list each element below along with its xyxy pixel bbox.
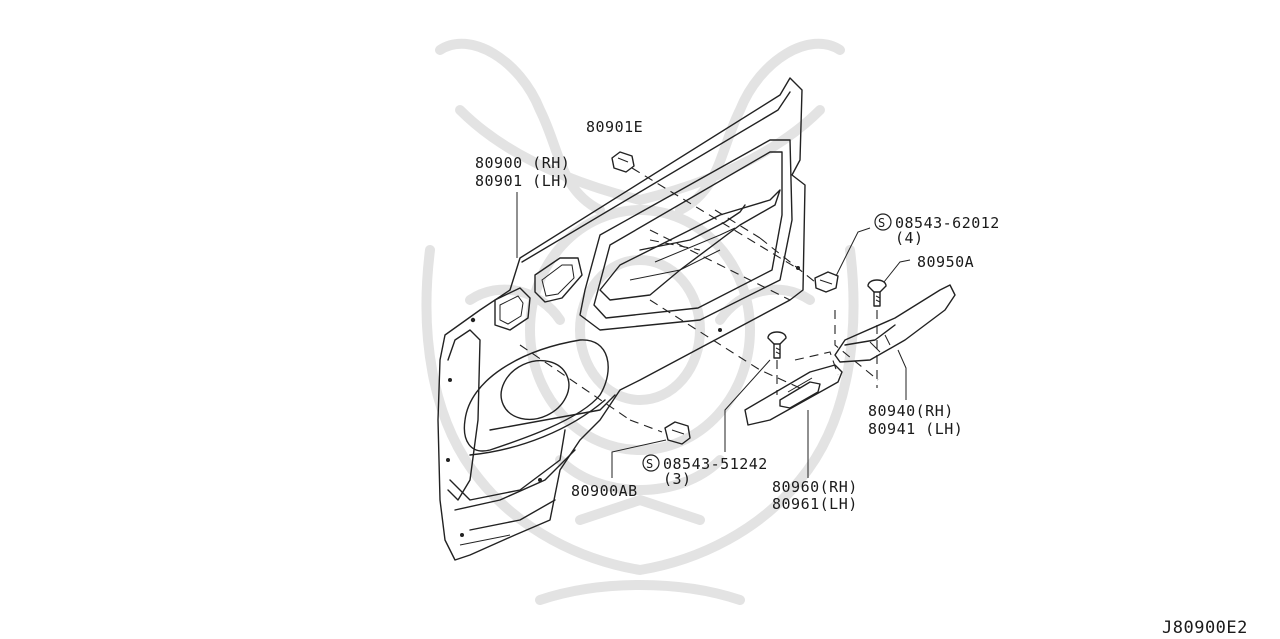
label-80901-lh: 80901 (LH)	[475, 172, 570, 190]
label-80950a: 80950A	[917, 253, 974, 271]
screw-08543-62012	[759, 227, 871, 293]
label-08543-62012-qty: (4)	[895, 229, 924, 247]
standard-mark-62012: S	[874, 213, 892, 231]
label-80940-rh: 80940(RH)	[868, 402, 954, 420]
screw-08543-51242	[724, 331, 787, 452]
watermark-logo	[421, 38, 859, 605]
label-08543-62012: 08543-62012	[895, 214, 1000, 232]
door-trim-panel	[437, 77, 806, 561]
label-80941-lh: 80941 (LH)	[868, 420, 963, 438]
diagram-code: J80900E2	[1162, 618, 1248, 638]
label-80960-rh: 80960(RH)	[772, 478, 858, 496]
assembly-lines	[649, 209, 801, 389]
clip-80901e	[611, 151, 801, 271]
screw-80950a	[867, 259, 911, 388]
label-80961-lh: 80961(LH)	[772, 495, 858, 513]
standard-mark-51242: S	[642, 454, 660, 472]
switch-base-80960	[744, 351, 843, 478]
standard-mark-letter: S	[878, 216, 886, 230]
clip-80900ab	[519, 344, 691, 478]
label-08543-51242-qty: (3)	[663, 470, 692, 488]
label-80900ab: 80900AB	[571, 482, 638, 500]
finisher-80940	[834, 284, 956, 400]
standard-mark-letter: S	[646, 457, 654, 471]
label-80901e: 80901E	[586, 118, 643, 136]
label-80900-rh: 80900 (RH)	[475, 154, 570, 172]
label-08543-51242: 08543-51242	[663, 455, 768, 473]
